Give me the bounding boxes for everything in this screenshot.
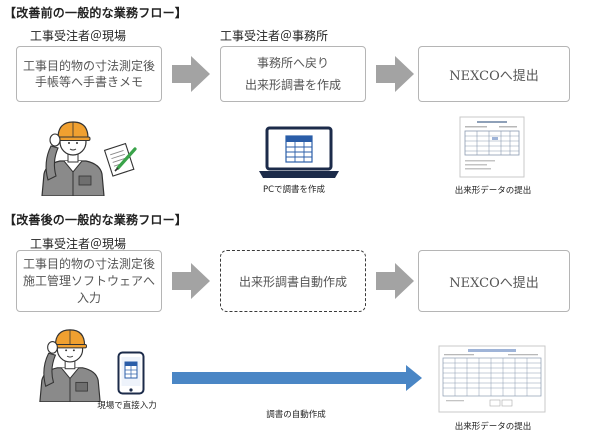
spreadsheet-on-screen <box>285 135 313 163</box>
before-step-3-box: NEXCOへ提出 <box>418 46 570 102</box>
auto-generate-arrow <box>172 365 422 391</box>
after-step-2-line-1: 出来形調書自動作成 <box>238 274 347 289</box>
caption-auto-create-report: 調書の自動作成 <box>266 410 326 420</box>
laptop-icon <box>259 126 339 178</box>
before-step-2-line-2: 出来形調書を作成 <box>244 78 341 92</box>
before-step-2-line-1: 事務所へ戻り <box>256 56 329 70</box>
arrow-right-icon <box>376 263 414 299</box>
after-step-3-box: NEXCOへ提出 <box>418 250 570 312</box>
after-label-site: 工事受注者＠現場 <box>30 237 127 251</box>
smartphone-icon <box>117 351 145 395</box>
before-step-1-line-2: 手帳等へ手書きメモ <box>34 75 143 89</box>
after-section-title: 【改善後の一般的な業務フロー】 <box>4 213 188 227</box>
worker-body <box>39 359 101 402</box>
worker-body <box>41 152 105 196</box>
document-table <box>442 357 542 397</box>
caption-create-on-pc: PCで調書を作成 <box>262 185 326 195</box>
worker-illustration <box>41 121 105 196</box>
document-table <box>464 130 520 156</box>
spreadsheet-on-phone <box>124 361 138 379</box>
arrow-right-icon <box>376 56 414 92</box>
caption-submit-data-before: 出来形データの提出 <box>454 186 532 196</box>
after-step-3-line-1: NEXCOへ提出 <box>449 275 539 291</box>
after-step-1-line-2: 施工管理ソフトウェアへ <box>22 273 155 288</box>
arrow-right-icon <box>172 263 210 299</box>
notepad-icon <box>103 142 137 177</box>
worker-illustration <box>39 329 101 402</box>
flow-arrow-after-2 <box>376 263 414 299</box>
helmet-icon <box>53 329 87 349</box>
before-step-2-box: 事務所へ戻り 出来形調書を作成 <box>220 46 366 102</box>
after-step-1-box: 工事目的物の寸法測定後 施工管理ソフトウェアへ 入力 <box>16 250 162 312</box>
before-step-1-box: 工事目的物の寸法測定後 手帳等へ手書きメモ <box>16 46 162 102</box>
caption-direct-input-on-site: 現場で直接入力 <box>97 401 157 411</box>
flow-arrow-before-1 <box>172 56 210 92</box>
after-step-2-box: 出来形調書自動作成 <box>220 250 366 312</box>
before-step-1-line-1: 工事目的物の寸法測定後 <box>22 59 155 73</box>
after-step-1-line-1: 工事目的物の寸法測定後 <box>22 256 155 271</box>
arrow-right-icon <box>172 365 422 391</box>
document-thumbnail <box>459 116 525 178</box>
flow-arrow-after-1 <box>172 263 210 299</box>
caption-submit-data-after: 出来形データの提出 <box>454 422 532 432</box>
flow-arrow-before-2 <box>376 56 414 92</box>
document-thumbnail <box>438 345 546 413</box>
before-label-site: 工事受注者＠現場 <box>30 29 127 43</box>
worker-raised-arm <box>45 133 61 181</box>
arrow-right-icon <box>172 56 210 92</box>
before-step-3-line-1: NEXCOへ提出 <box>449 68 539 84</box>
pen-icon <box>114 147 137 172</box>
worker-raised-arm <box>43 341 58 387</box>
before-section-title: 【改善前の一般的な業務フロー】 <box>4 6 188 20</box>
helmet-icon <box>55 121 91 141</box>
before-label-office: 工事受注者＠事務所 <box>220 29 329 43</box>
after-step-1-line-3: 入力 <box>76 290 101 305</box>
